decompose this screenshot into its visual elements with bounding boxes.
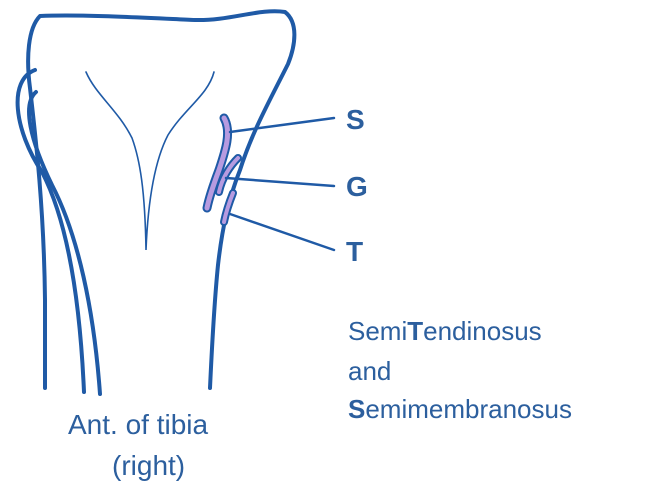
note-semi: Semi [348, 316, 407, 346]
note-endinosus: endinosus [423, 316, 542, 346]
note-line-and: and [348, 356, 391, 386]
note-bold-t: T [407, 316, 423, 346]
note-line-semimembranosus: Semimembranosus [348, 394, 572, 424]
caption-line-2: (right) [112, 450, 185, 482]
note-bold-s: S [348, 394, 365, 424]
tibial-ridge [86, 72, 214, 250]
note-line-semitendinosus: SemiTendinosus [348, 316, 542, 346]
tibia-outline [28, 11, 294, 388]
label-s: S [346, 104, 365, 136]
label-t: T [346, 236, 363, 268]
leader-line-t [230, 214, 334, 250]
note-emimembranosus: emimembranosus [365, 394, 572, 424]
label-g: G [346, 171, 368, 203]
leader-line-g [226, 178, 334, 186]
caption-line-1: Ant. of tibia [68, 409, 208, 441]
leader-line-s [230, 118, 334, 132]
